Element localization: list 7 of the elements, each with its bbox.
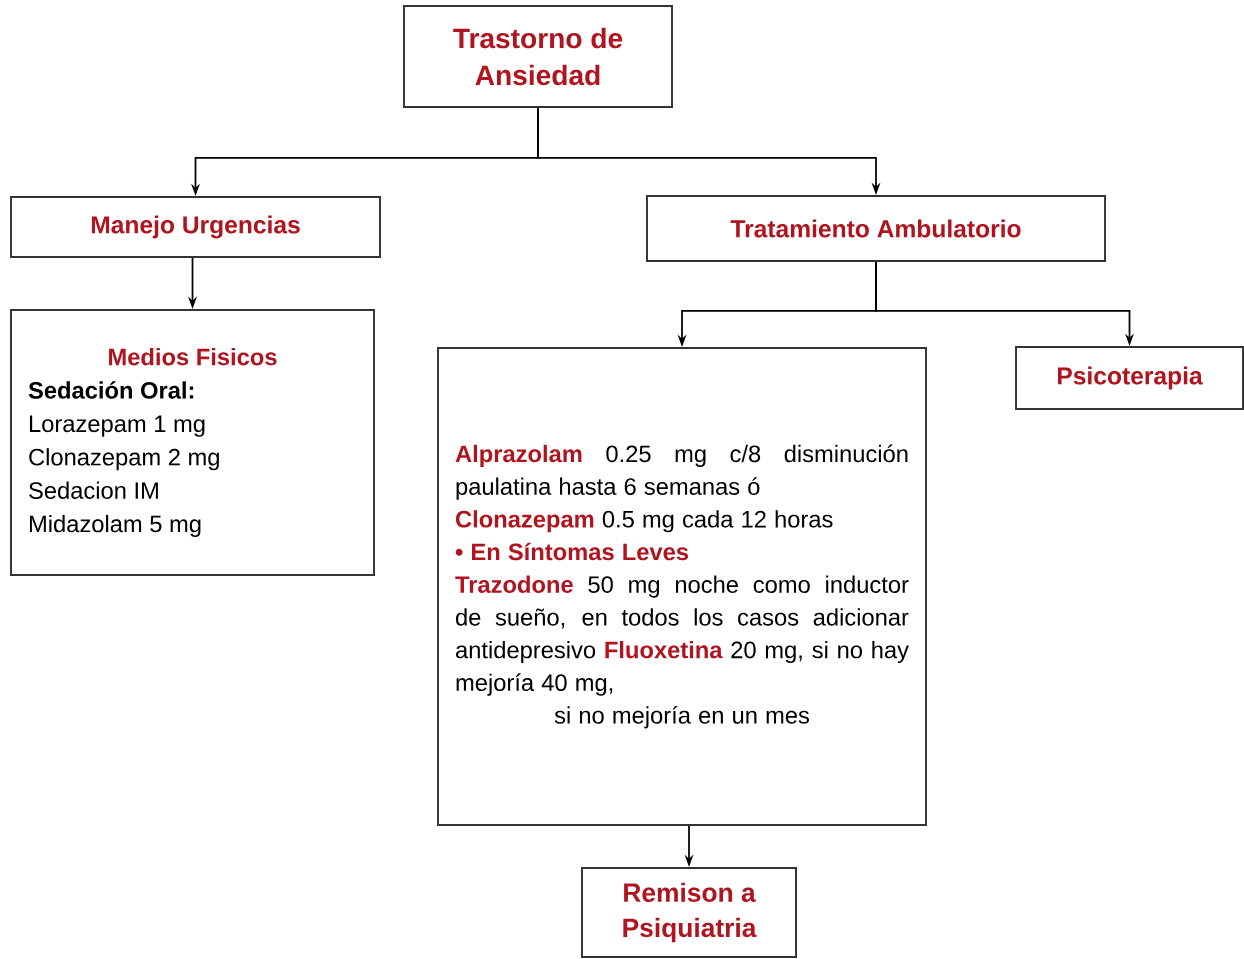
text-box: Medios Fisicos Sedación Oral: Lorazepam 1 mg Clonazepam 2 mg Sedacion IM Midazolam 5 mg bbox=[10, 309, 375, 576]
process-box: Psicoterapia bbox=[1015, 346, 1244, 410]
process-box: Tratamiento Ambulatorio bbox=[646, 195, 1106, 262]
process-box: Trastorno de Ansiedad bbox=[403, 5, 673, 108]
process-box: Remison a Psiquiatria bbox=[581, 867, 797, 958]
text-box: Alprazolam 0.25 mg c/8 disminución paulatina hasta 6 semanas ó Clonazepam 0.5 mg cada 12 horas • En Síntomas Leves Trazodone 50 mg noche como inductor de sueño, en todos los casos adicionar antidepresivo Fluoxetina 20 mg, si no hay mejoría 40 mg, si no mejoría en un mes bbox=[437, 347, 927, 826]
process-box: Manejo Urgencias bbox=[10, 196, 381, 258]
